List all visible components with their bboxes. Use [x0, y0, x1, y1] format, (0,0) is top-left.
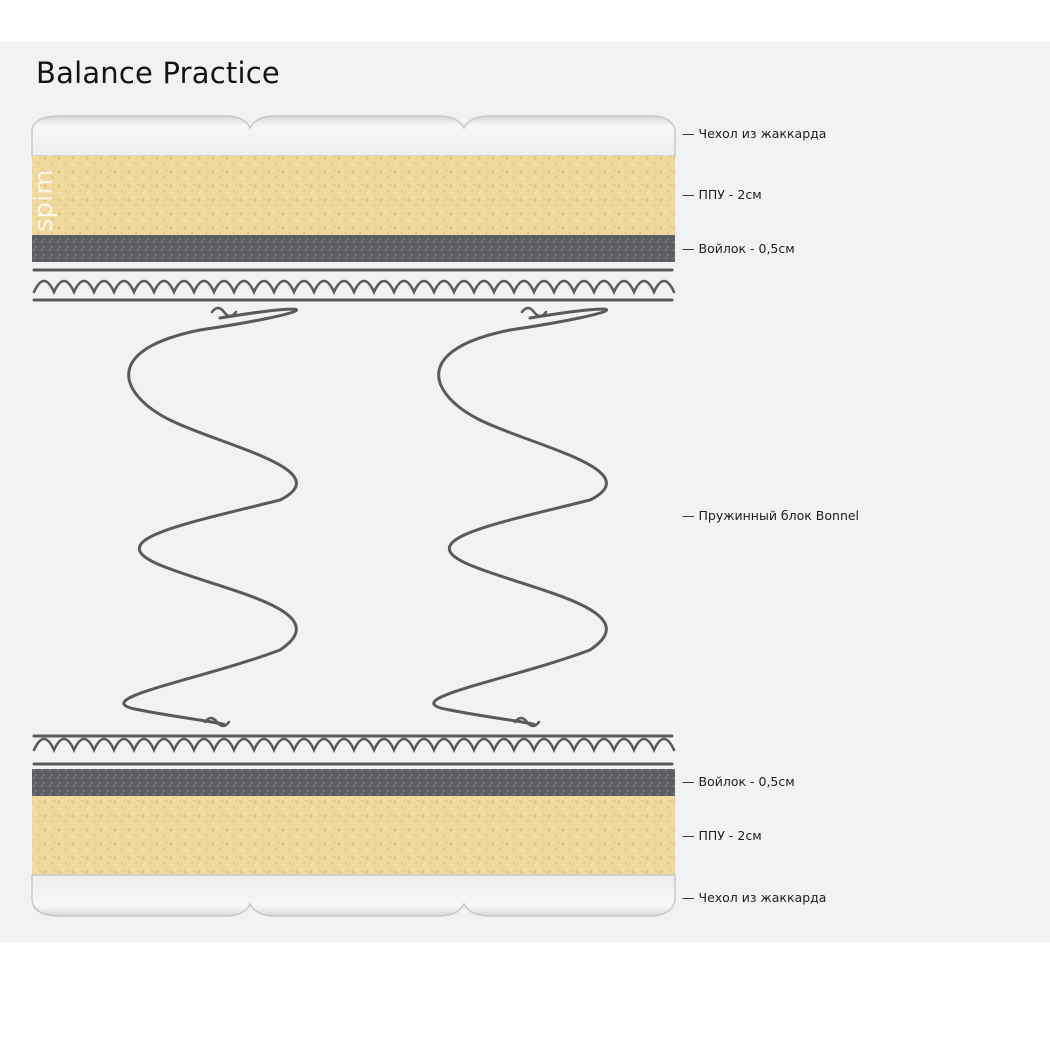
- page-title: Balance Practice: [36, 56, 280, 90]
- spring-block-layer: [32, 268, 676, 766]
- top-felt-layer: [32, 235, 675, 262]
- bottom-foam-layer: [32, 796, 675, 875]
- label-bottom-felt: —Войлок - 0,5см: [682, 774, 795, 789]
- bottom-cover-layer: [31, 874, 676, 917]
- label-spring-block: —Пружинный блок Bonnel: [682, 508, 860, 523]
- watermark-logo: spim: [29, 169, 59, 232]
- label-top-cover: —Чехол из жаккарда: [682, 126, 827, 141]
- label-top-felt: —Войлок - 0,5см: [682, 241, 795, 256]
- top-cover-layer: [31, 115, 676, 157]
- label-bottom-foam: —ППУ - 2см: [682, 828, 762, 843]
- label-top-foam: —ППУ - 2см: [682, 187, 762, 202]
- label-bottom-cover: —Чехол из жаккарда: [682, 890, 827, 905]
- bottom-felt-layer: [32, 769, 675, 796]
- top-foam-layer: [32, 156, 675, 235]
